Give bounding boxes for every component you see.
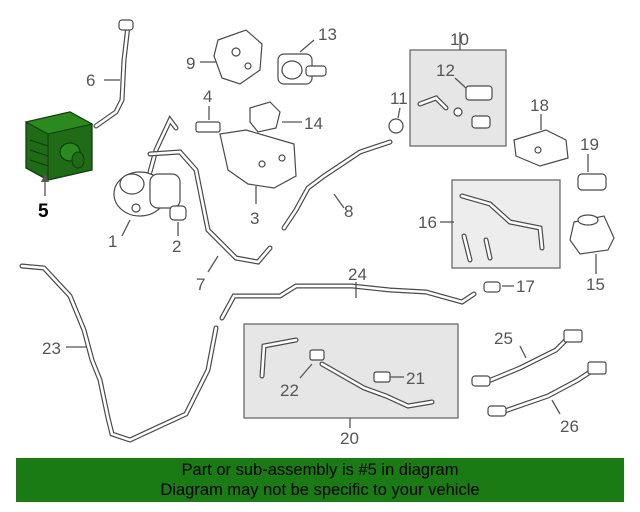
part-23-line[interactable] <box>19 263 219 443</box>
callout-12: 12 <box>436 61 455 80</box>
banner-line-part-info: Part or sub-assembly is #5 in diagram <box>181 461 459 479</box>
part-14-bracket[interactable] <box>249 101 281 133</box>
part-26-sensor[interactable] <box>487 361 607 417</box>
callout-2: 2 <box>172 237 181 256</box>
leader-25 <box>519 345 527 359</box>
callout-14: 14 <box>304 114 323 133</box>
part-4-clip[interactable] <box>195 121 221 133</box>
callout-25: 25 <box>494 329 513 348</box>
callout-17: 17 <box>516 277 535 296</box>
part-16-hose-box[interactable] <box>451 179 561 269</box>
part-8-pipe[interactable] <box>281 139 393 231</box>
leader-13 <box>299 39 315 53</box>
part-20-cable-box[interactable] <box>243 323 459 419</box>
callout-23: 23 <box>42 339 61 358</box>
part-17-clip[interactable] <box>483 281 501 293</box>
leader-12 <box>454 77 467 89</box>
info-banner: Part or sub-assembly is #5 in diagram Di… <box>16 458 624 502</box>
banner-line-disclaimer: Diagram may not be specific to your vehi… <box>160 481 480 499</box>
callout-18: 18 <box>530 96 549 115</box>
callout-7: 7 <box>196 275 205 294</box>
part-19-sensor[interactable] <box>577 173 607 191</box>
leader-7 <box>207 255 219 273</box>
leader-26 <box>551 399 561 415</box>
callout-4: 4 <box>203 87 212 106</box>
callout-1: 1 <box>108 232 117 251</box>
callout-6: 6 <box>86 71 95 90</box>
part-3-plate[interactable] <box>219 129 297 189</box>
part-15-reservoir[interactable] <box>569 214 615 255</box>
part-10-kit-box[interactable] <box>409 49 507 147</box>
part-9-bracket[interactable] <box>213 29 263 85</box>
callout-3: 3 <box>250 209 259 228</box>
callout-22: 22 <box>280 381 299 400</box>
parts-diagram: 5 6 1 2 7 9 13 <box>19 19 615 448</box>
callout-11: 11 <box>390 89 408 108</box>
callout-21: 21 <box>406 369 425 388</box>
leader-5-arrow <box>41 174 49 182</box>
part-1-pump[interactable] <box>113 115 181 217</box>
callout-15: 15 <box>586 275 605 294</box>
part-18-bracket[interactable] <box>513 129 569 167</box>
part-2-sensor[interactable] <box>169 205 187 221</box>
part-25-sensor[interactable] <box>471 329 583 387</box>
callout-24: 24 <box>348 265 367 284</box>
part-6-hose[interactable] <box>93 19 134 129</box>
leader-8 <box>333 193 345 209</box>
callout-10: 10 <box>450 30 469 49</box>
callout-13: 13 <box>318 25 337 44</box>
callout-19: 19 <box>580 135 599 154</box>
part-7-hose[interactable] <box>147 149 273 265</box>
leader-22 <box>299 363 313 379</box>
part-24-line[interactable] <box>219 283 477 321</box>
callout-9: 9 <box>186 54 195 73</box>
part-5-canister[interactable] <box>24 111 94 181</box>
leader-11 <box>397 107 401 119</box>
callout-20: 20 <box>340 429 359 448</box>
part-11-clamp[interactable] <box>388 118 404 134</box>
leader-1 <box>121 219 131 237</box>
callout-5: 5 <box>38 201 49 222</box>
callout-16: 16 <box>418 213 437 232</box>
part-13-valve[interactable] <box>277 53 327 85</box>
callout-8: 8 <box>344 202 353 221</box>
callout-26: 26 <box>560 417 579 436</box>
